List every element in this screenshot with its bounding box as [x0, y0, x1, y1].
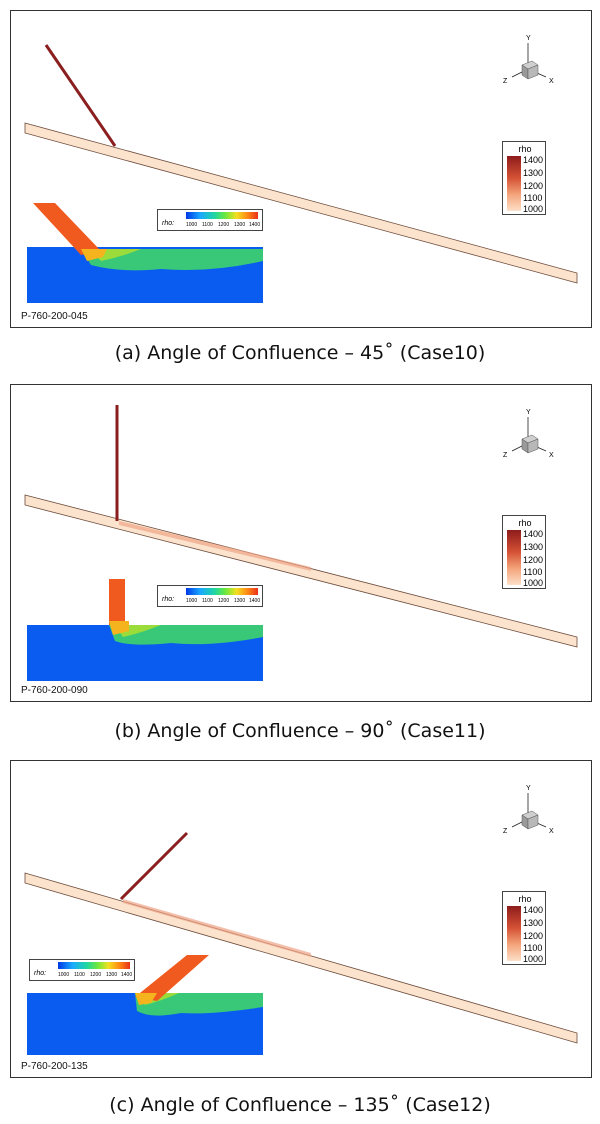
inset-colorbar-label: rho:	[162, 596, 175, 603]
rho-tick: 1000	[523, 578, 544, 588]
panel-b-drawing: Y X Z	[24, 405, 578, 681]
rho-tick: 1400	[523, 155, 544, 165]
axis-y-label: Y	[526, 35, 531, 42]
rho-tick: 1100	[523, 193, 543, 203]
axis-triad: Y X Z	[503, 35, 554, 85]
axis-y-label: Y	[526, 409, 531, 416]
inset-colorbar-label: rho:	[162, 220, 175, 227]
inset-colorbar-label: rho:	[34, 970, 47, 977]
inset-tick: 1300	[106, 972, 118, 978]
inset-mixing-layer	[135, 993, 263, 1016]
rho-colorbar-gradient	[507, 906, 521, 961]
inset-colorbar: rho: 1000 1100 1200 1300 1400	[157, 585, 263, 607]
rho-tick: 1200	[523, 181, 544, 191]
axis-z-label: Z	[503, 78, 508, 85]
rho-colorbar-title: rho	[518, 144, 532, 154]
panel-b: Y X Z rho: 1000 1100 1200 1300 1400 rho …	[10, 384, 592, 702]
rho-tick: 1000	[523, 954, 544, 964]
rho-colorbar: rho 1400 1300 1200 1100 1000	[502, 891, 546, 965]
inset-tick: 1400	[249, 598, 261, 604]
panel-c-drawing: Y X Z	[24, 785, 578, 1055]
axis-triad: Y X Z	[503, 409, 554, 459]
panel-id-label: P-760-200-135	[21, 1061, 88, 1072]
branch-pipe	[119, 831, 189, 901]
inset-colorbar: rho: 1000 1100 1200 1300 1400	[29, 959, 135, 981]
main-pipe	[24, 872, 578, 1044]
inset-tick: 1000	[58, 972, 70, 978]
rho-colorbar: rho 1400 1300 1200 1100 1000	[502, 515, 546, 589]
inset-tick: 1400	[249, 222, 261, 228]
main-pipe	[24, 494, 578, 648]
inset-tick: 1100	[202, 598, 213, 604]
axis-triad: Y X Z	[503, 785, 554, 835]
axis-y-label: Y	[526, 785, 531, 792]
inset-branch-jet	[135, 955, 209, 1001]
inset-tick: 1300	[234, 598, 246, 604]
inset-tick: 1000	[186, 222, 198, 228]
inset-tick: 1100	[74, 972, 85, 978]
rho-colorbar: rho 1400 1300 1200 1100 1000	[502, 141, 546, 215]
inset-colorbar: rho: 1000 1100 1200 1300 1400	[157, 209, 263, 231]
inset-branch-jet	[33, 203, 101, 255]
inset-tick: 1400	[121, 972, 133, 978]
rho-tick: 1300	[523, 168, 544, 178]
inset-mixing-layer	[81, 249, 263, 271]
caption-a: (a) Angle of Confluence – 45˚ (Case10)	[114, 342, 486, 364]
main-pipe	[24, 122, 578, 284]
panel-c: Y X Z rho: 1000 1100 1200 1300 1400 rho …	[10, 760, 592, 1078]
inset-tick: 1200	[218, 222, 230, 228]
inset-tick: 1200	[90, 972, 102, 978]
rho-tick: 1000	[523, 204, 544, 214]
inset-tick: 1200	[218, 598, 230, 604]
panel-a: Y X Z rho: 1000 1100 1200 1300 1400 rho …	[10, 10, 592, 328]
inset-tick: 1100	[202, 222, 213, 228]
rho-tick: 1200	[523, 931, 544, 941]
inset-tick: 1300	[234, 222, 246, 228]
axis-z-label: Z	[503, 828, 508, 835]
inset-tick: 1000	[186, 598, 198, 604]
axis-z-label: Z	[503, 452, 508, 459]
panel-id-label: P-760-200-090	[21, 685, 88, 696]
panel-a-drawing: Y X Z	[24, 35, 578, 303]
caption-b: (b) Angle of Confluence – 90˚ (Case11)	[114, 720, 486, 742]
rho-tick: 1100	[523, 567, 543, 577]
rho-tick: 1200	[523, 555, 544, 565]
rho-colorbar-gradient	[507, 156, 521, 211]
rho-tick: 1400	[523, 905, 544, 915]
axis-x-label: X	[549, 828, 554, 835]
inset-branch-jet	[109, 579, 125, 625]
rho-colorbar-title: rho	[518, 894, 532, 904]
branch-pipe	[44, 44, 117, 147]
rho-tick: 1100	[523, 943, 543, 953]
axis-x-label: X	[549, 452, 554, 459]
panel-id-label: P-760-200-045	[21, 311, 88, 322]
rho-tick: 1400	[523, 529, 544, 539]
axis-x-label: X	[549, 78, 554, 85]
rho-tick: 1300	[523, 918, 544, 928]
rho-tick: 1300	[523, 542, 544, 552]
caption-c: (c) Angle of Confluence – 135˚ (Case12)	[109, 1094, 491, 1116]
rho-colorbar-title: rho	[518, 518, 532, 528]
rho-colorbar-gradient	[507, 530, 521, 585]
